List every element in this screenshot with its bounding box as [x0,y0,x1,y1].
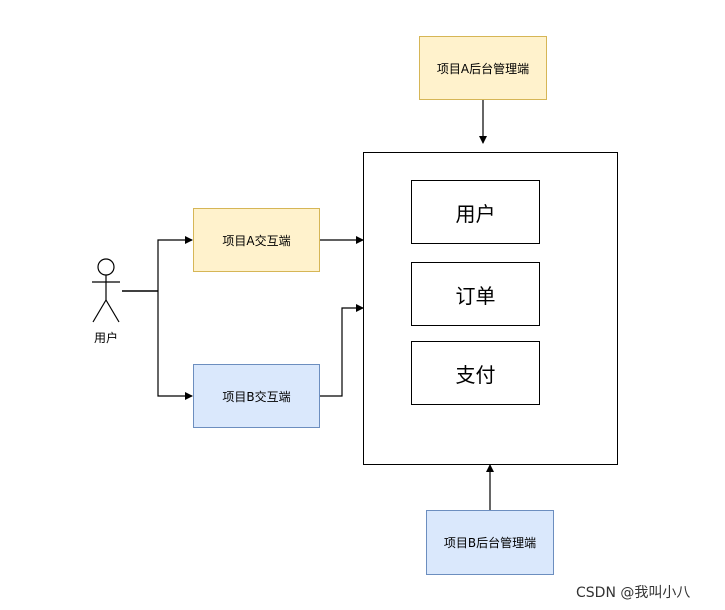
actor-label: 用户 [94,331,119,345]
arrow-interact-b-to-system [320,304,364,397]
actor-figure [92,258,120,323]
module-user[interactable]: 用户 [411,180,540,244]
module-payment[interactable]: 支付 [411,341,540,405]
watermark: CSDN @我叫小八 [576,585,691,601]
interact-a-node[interactable]: 项目A交互端 [193,208,320,272]
arrow-actor-to-interact-a [157,236,193,291]
arrow-actor-to-interact-b [157,291,193,400]
interact-b-node[interactable]: 项目B交互端 [193,364,320,428]
admin-b-node[interactable]: 项目B后台管理端 [426,510,554,575]
admin-a-node[interactable]: 项目A后台管理端 [419,36,547,100]
module-order[interactable]: 订单 [411,262,540,326]
